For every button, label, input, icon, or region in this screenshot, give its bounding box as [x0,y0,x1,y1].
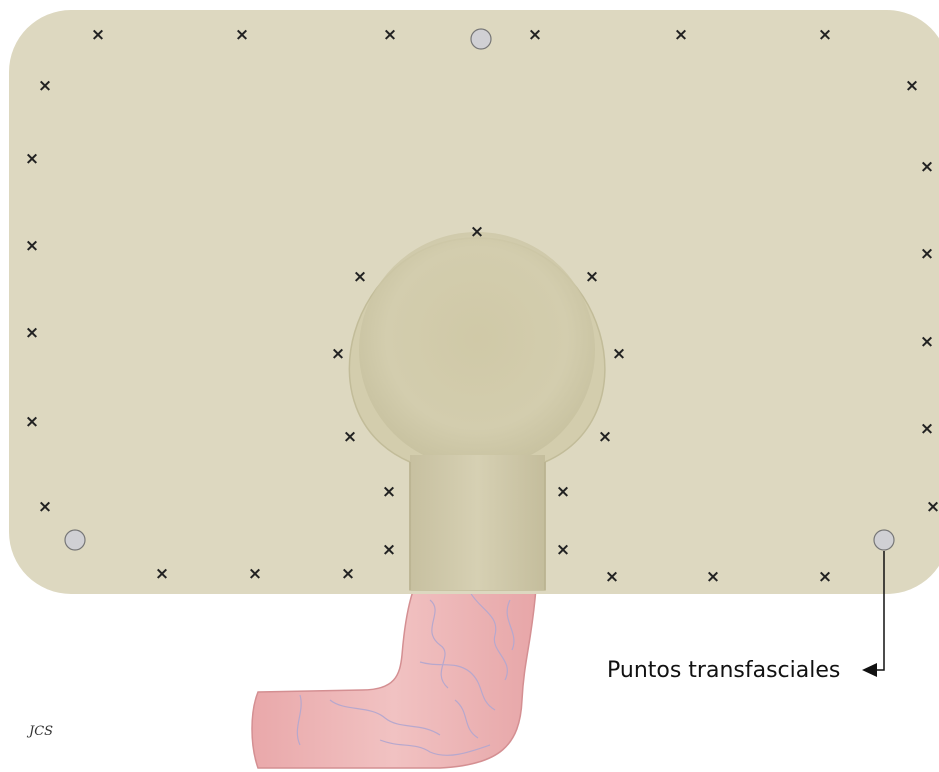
stoma-neck [410,455,545,590]
stitch-mark: × [382,540,396,560]
stitch-mark: × [920,244,934,264]
stitch-mark: × [331,344,345,364]
stitch-mark: × [818,25,832,45]
stitch-mark: × [556,482,570,502]
stitch-mark: × [25,149,39,169]
stitch-mark: × [383,25,397,45]
stitch-mark: × [905,76,919,96]
stitch-mark: × [920,419,934,439]
stitch-mark: × [470,222,484,242]
transfascial-point-bottom-left [65,530,85,550]
stitch-mark: × [598,427,612,447]
stitch-mark: × [818,567,832,587]
stitch-mark: × [920,332,934,352]
stitch-mark: × [38,497,52,517]
stitch-mark: × [605,567,619,587]
stitch-mark: × [341,564,355,584]
stitch-mark: × [91,25,105,45]
transfascial-point-bottom-right [874,530,894,550]
stitch-mark: × [528,25,542,45]
stitch-mark: × [556,540,570,560]
stitch-mark: × [706,567,720,587]
transfascial-point-top [471,29,491,49]
stitch-mark: × [155,564,169,584]
stitch-mark: × [25,236,39,256]
stitch-mark: × [25,323,39,343]
transfascial-points-label: Puntos transfasciales [607,658,840,683]
bowel-loop [252,588,536,768]
stitch-mark: × [674,25,688,45]
author-signature: JCS [26,724,53,739]
stitch-mark: × [248,564,262,584]
stitch-mark: × [25,412,39,432]
stitch-mark: × [612,344,626,364]
stitch-mark: × [382,482,396,502]
stitch-mark: × [38,76,52,96]
stitch-mark: × [343,427,357,447]
stitch-mark: × [235,25,249,45]
stitch-mark: × [926,497,939,517]
stitch-mark: × [585,267,599,287]
stitch-mark: × [353,267,367,287]
stitch-mark: × [920,157,934,177]
